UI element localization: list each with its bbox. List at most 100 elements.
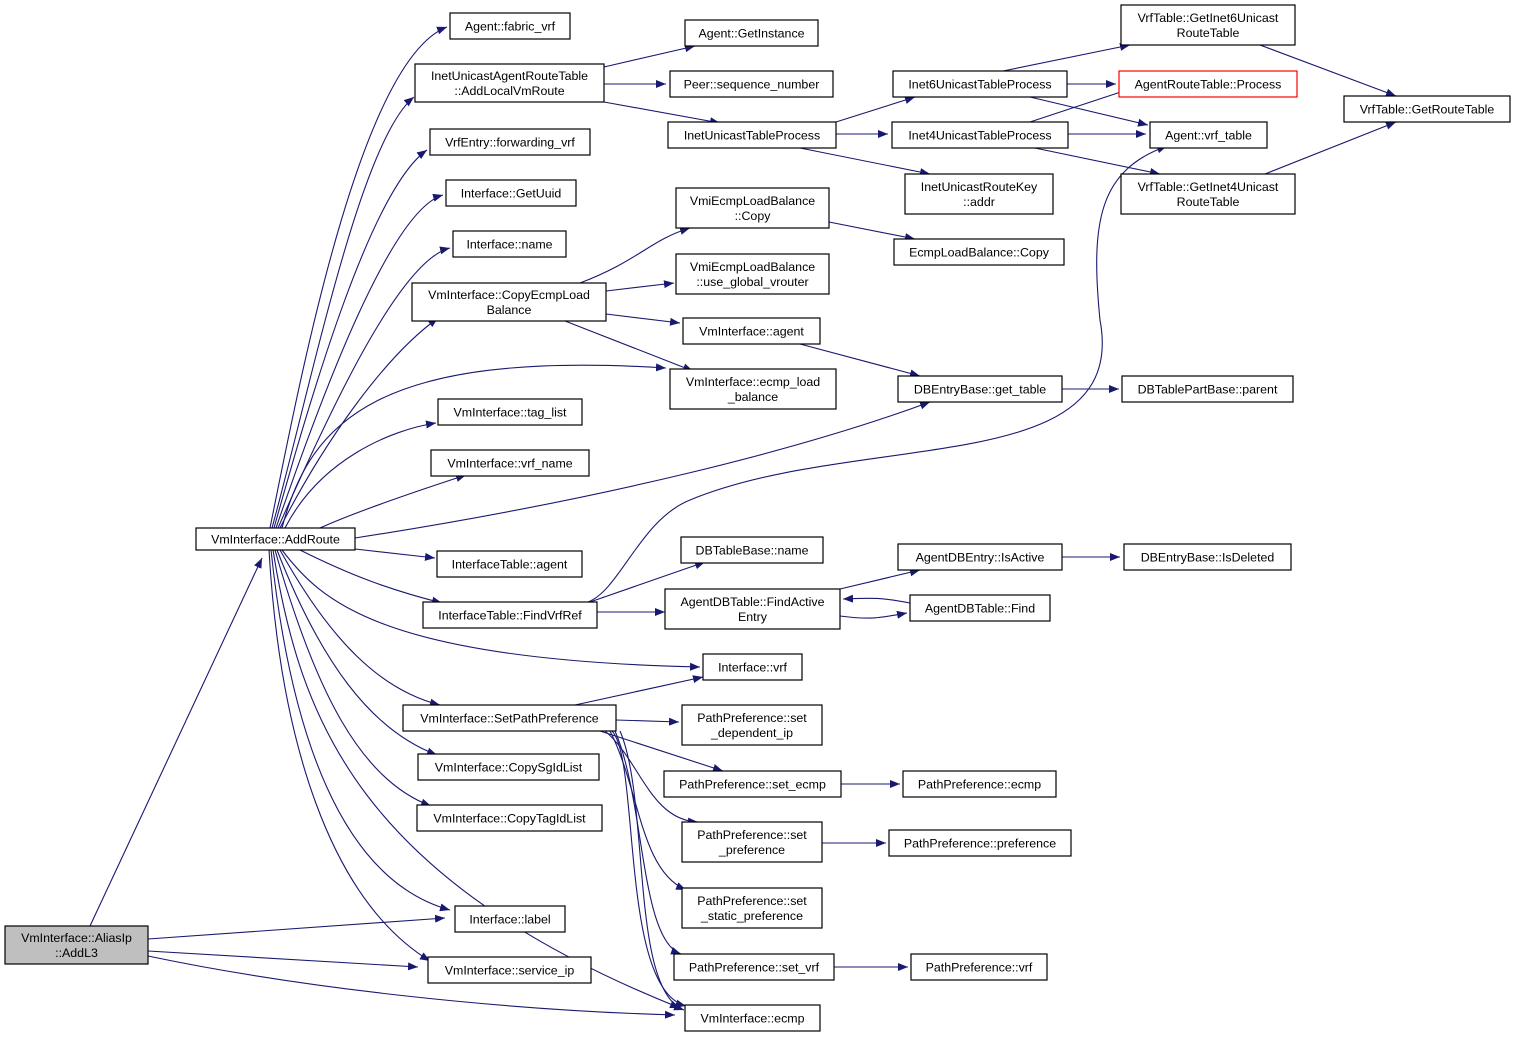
call-edge-to-getinst — [603, 44, 696, 68]
function-node-getroute[interactable]: VrfTable::GetRouteTable — [1343, 95, 1511, 123]
call-edge-to-vmicopy — [579, 227, 691, 284]
call-edge-to-ppsetecmp — [599, 730, 724, 772]
function-node-label: _balance — [727, 390, 778, 404]
function-node-copytag[interactable]: VmInterface::CopyTagIdList — [416, 804, 603, 832]
function-node-vmagent[interactable]: VmInterface::agent — [682, 317, 821, 345]
function-node-label: PathPreference::ecmp — [918, 778, 1041, 792]
function-node-getinst[interactable]: Agent::GetInstance — [684, 19, 819, 47]
function-node-label: PathPreference::set — [697, 894, 807, 908]
call-edge-to-vmecmp — [619, 730, 685, 1011]
function-node-vmiuse[interactable]: VmiEcmpLoadBalance::use_global_vrouter — [675, 253, 830, 295]
function-node-label: PathPreference::preference — [904, 837, 1056, 851]
function-node-label: VmInterface::agent — [699, 325, 804, 339]
function-node-vmecmp[interactable]: VmInterface::ecmp — [684, 1004, 821, 1032]
call-edge-to-isactive — [839, 568, 921, 590]
function-node-label: Agent::vrf_table — [1165, 129, 1252, 143]
function-node-ppsetecmp[interactable]: PathPreference::set_ecmp — [663, 770, 842, 798]
function-node-label: _dependent_ip — [710, 726, 793, 740]
function-node-label: Balance — [487, 303, 532, 317]
function-node-dbname[interactable]: DBTableBase::name — [680, 536, 824, 564]
call-edge-to-copysg — [276, 549, 438, 756]
function-node-ecmpload[interactable]: VmInterface::ecmp_load_balance — [669, 368, 837, 410]
function-node-vrfname[interactable]: VmInterface::vrf_name — [430, 449, 590, 477]
function-node-label: _static_preference — [700, 909, 803, 923]
function-node-label: Entry — [738, 610, 768, 624]
function-node-ppsetpref[interactable]: PathPreference::set_preference — [681, 821, 823, 863]
function-node-gettable[interactable]: DBEntryBase::get_table — [897, 375, 1063, 403]
function-node-ppstatic[interactable]: PathPreference::set_static_preference — [681, 887, 823, 929]
function-node-serviceip[interactable]: VmInterface::service_ip — [427, 956, 592, 984]
function-node-label: RouteTable — [1177, 26, 1240, 40]
function-node-findvrf[interactable]: InterfaceTable::FindVrfRef — [422, 601, 598, 629]
function-node-isdeleted[interactable]: DBEntryBase::IsDeleted — [1123, 543, 1292, 571]
function-nodes: VmInterface::AliasIp::AddL3VmInterface::… — [4, 4, 1511, 1032]
call-edge-to-ecmplbcopy — [828, 221, 916, 241]
function-node-label: ::use_global_vrouter — [696, 275, 808, 289]
function-node-ifname[interactable]: Interface::name — [452, 230, 567, 258]
function-node-setpath[interactable]: VmInterface::SetPathPreference — [402, 704, 617, 732]
function-node-vmicopy[interactable]: VmiEcmpLoadBalance::Copy — [675, 187, 830, 229]
call-edge-to-getuuid — [275, 193, 444, 529]
function-node-ecmplbcopy[interactable]: EcmpLoadBalance::Copy — [893, 238, 1065, 266]
function-node-pppref[interactable]: PathPreference::preference — [888, 829, 1072, 857]
function-node-label: VmiEcmpLoadBalance — [690, 260, 815, 274]
function-node-label: Interface::label — [469, 913, 550, 927]
function-node-label: VmInterface::vrf_name — [447, 457, 572, 471]
function-node-label: Interface::vrf — [718, 661, 787, 675]
function-node-label: DBTableBase::name — [696, 544, 809, 558]
function-node-fabricvrf[interactable]: Agent::fabric_vrf — [449, 12, 571, 40]
function-node-ppdep[interactable]: PathPreference::set_dependent_ip — [681, 704, 823, 746]
function-node-dbfind[interactable]: AgentDBTable::Find — [909, 594, 1051, 622]
function-node-iflabel[interactable]: Interface::label — [454, 905, 566, 933]
function-node-label: VmInterface::CopyEcmpLoad — [428, 288, 590, 302]
call-edge-to-ifvrf — [574, 675, 704, 706]
function-node-label: VmInterface::tag_list — [454, 406, 568, 420]
function-node-ifvrf[interactable]: Interface::vrf — [702, 653, 803, 681]
function-node-label: Peer::sequence_number — [684, 78, 820, 92]
function-node-inet4proc[interactable]: Inet4UnicastTableProcess — [891, 121, 1069, 149]
call-edge-to-getroute — [1259, 44, 1397, 97]
function-node-label: Agent::GetInstance — [698, 27, 804, 41]
function-node-label: VrfTable::GetInet4Unicast — [1138, 180, 1279, 194]
function-node-label: DBEntryBase::IsDeleted — [1141, 551, 1275, 565]
function-node-addl3[interactable]: VmInterface::AliasIp::AddL3 — [4, 925, 149, 965]
function-node-label: InterfaceTable::FindVrfRef — [438, 609, 582, 623]
function-node-vrftable[interactable]: Agent::vrf_table — [1149, 121, 1268, 149]
function-node-ppecmp[interactable]: PathPreference::ecmp — [902, 770, 1057, 798]
function-node-ppvrf[interactable]: PathPreference::vrf — [910, 953, 1048, 981]
function-node-parent[interactable]: DBTablePartBase::parent — [1121, 375, 1294, 403]
call-edge-to-setpath — [279, 549, 441, 707]
call-edge-to-getinet4 — [1029, 146, 1161, 176]
function-node-ppsetvrf[interactable]: PathPreference::set_vrf — [673, 953, 835, 981]
function-node-inetproc[interactable]: InetUnicastTableProcess — [667, 121, 837, 149]
function-node-label: InetUnicastRouteKey — [921, 180, 1038, 194]
function-node-label: AgentRouteTable::Process — [1135, 78, 1282, 92]
call-edge-to-iflabel — [270, 549, 451, 912]
function-node-itagent[interactable]: InterfaceTable::agent — [436, 550, 583, 578]
function-node-artprocess[interactable]: AgentRouteTable::Process — [1118, 70, 1298, 98]
function-node-isactive[interactable]: AgentDBEntry::IsActive — [897, 543, 1063, 571]
function-node-copysg[interactable]: VmInterface::CopySgIdList — [417, 753, 600, 781]
call-edge-to-fabricvrf — [269, 26, 448, 529]
call-edge-to-serviceip — [147, 950, 419, 971]
function-node-addroute[interactable]: VmInterface::AddRoute — [195, 527, 356, 551]
function-node-label: VmInterface::CopyTagIdList — [433, 812, 586, 826]
function-node-label: EcmpLoadBalance::Copy — [909, 246, 1050, 260]
function-node-peerseq[interactable]: Peer::sequence_number — [669, 70, 834, 98]
call-edge-to-ppdep — [615, 717, 680, 726]
function-node-routekey[interactable]: InetUnicastRouteKey::addr — [904, 173, 1054, 215]
call-edge-to-vmecmp — [147, 955, 676, 1019]
call-edge-to-vrftable — [587, 145, 1168, 603]
function-node-addlocal[interactable]: InetUnicastAgentRouteTable::AddLocalVmRo… — [414, 63, 605, 103]
function-node-getuuid[interactable]: Interface::GetUuid — [445, 179, 577, 207]
call-edge-to-dbfind — [839, 610, 908, 619]
function-node-label: InetUnicastAgentRouteTable — [431, 69, 588, 83]
function-node-taglist[interactable]: VmInterface::tag_list — [437, 398, 583, 426]
call-edge-to-routekey — [799, 147, 931, 176]
function-node-inet6proc[interactable]: Inet6UnicastTableProcess — [892, 70, 1068, 98]
function-node-fwdvrf[interactable]: VrfEntry::forwarding_vrf — [429, 128, 591, 156]
